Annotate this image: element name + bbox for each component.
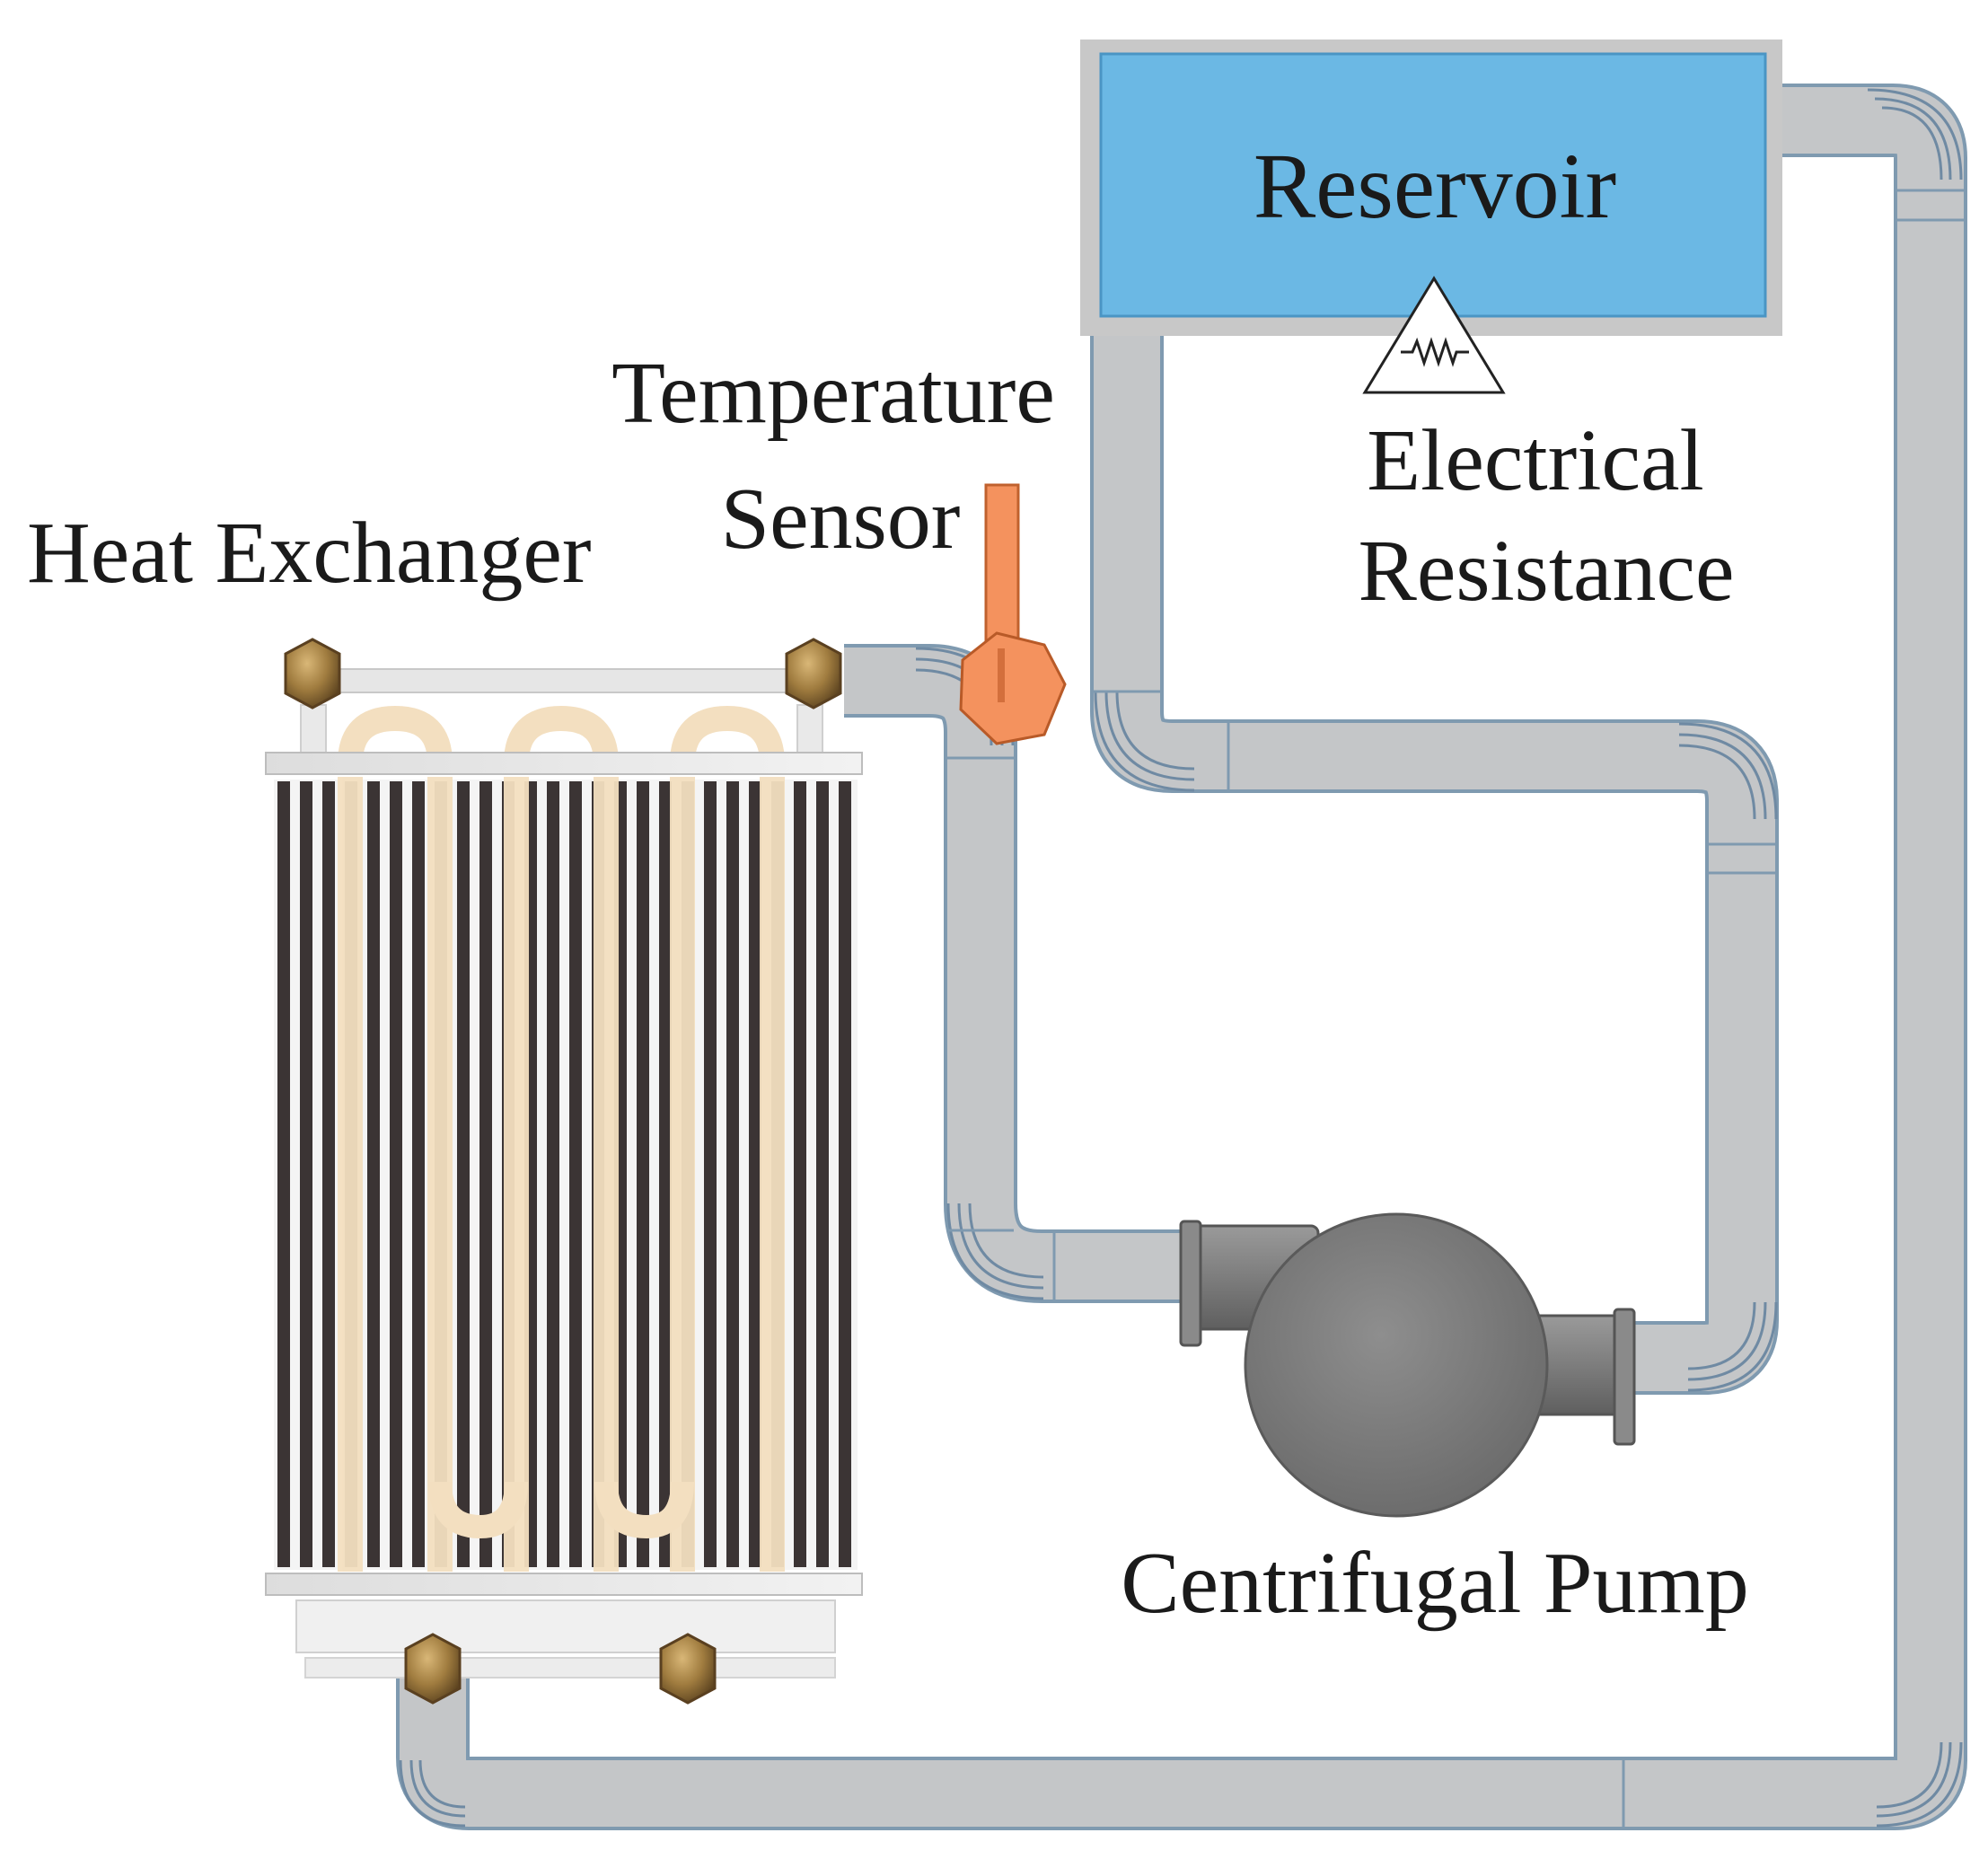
pipe-network [396, 84, 1967, 1830]
brass-fitting-bottom-right-icon [659, 1633, 717, 1705]
electrical-resistance-label-line2: Resistance [1358, 523, 1734, 620]
reservoir-label: Reservoir [1253, 135, 1616, 238]
hx-fins [274, 777, 858, 1572]
hx-top-header [265, 752, 863, 775]
reservoir-body [1099, 52, 1767, 318]
resistor-zigzag-icon [1401, 337, 1469, 367]
temperature-sensor-label-line2: Sensor [721, 471, 961, 568]
electrical-resistance-label-line1: Electrical [1367, 412, 1703, 509]
sensor-hex-nut [959, 631, 1067, 745]
brass-fitting-top-right-icon [785, 638, 842, 709]
centrifugal-pump: Centrifugal Pump [1121, 1212, 1749, 1632]
temperature-sensor-label-line1: Temperature [611, 345, 1055, 442]
temperature-sensor: Temperature Sensor [611, 345, 1067, 745]
electrical-resistance-symbol: Electrical Resistance [1358, 276, 1735, 620]
reservoir-tank: Reservoir [1080, 40, 1782, 336]
heat-exchanger: Heat Exchanger [27, 505, 863, 1705]
resistance-triangle [1362, 276, 1506, 394]
heat-exchanger-label: Heat Exchanger [27, 505, 591, 602]
hx-bottom-header [265, 1573, 863, 1596]
hx-brass-fittings [284, 638, 842, 1705]
brass-fitting-bottom-left-icon [404, 1633, 462, 1705]
brass-fitting-top-left-icon [284, 638, 341, 709]
hx-top-u-bends [338, 705, 785, 764]
sensor-probe [984, 483, 1020, 644]
pump-volute [1244, 1212, 1549, 1518]
centrifugal-pump-label: Centrifugal Pump [1121, 1535, 1749, 1632]
